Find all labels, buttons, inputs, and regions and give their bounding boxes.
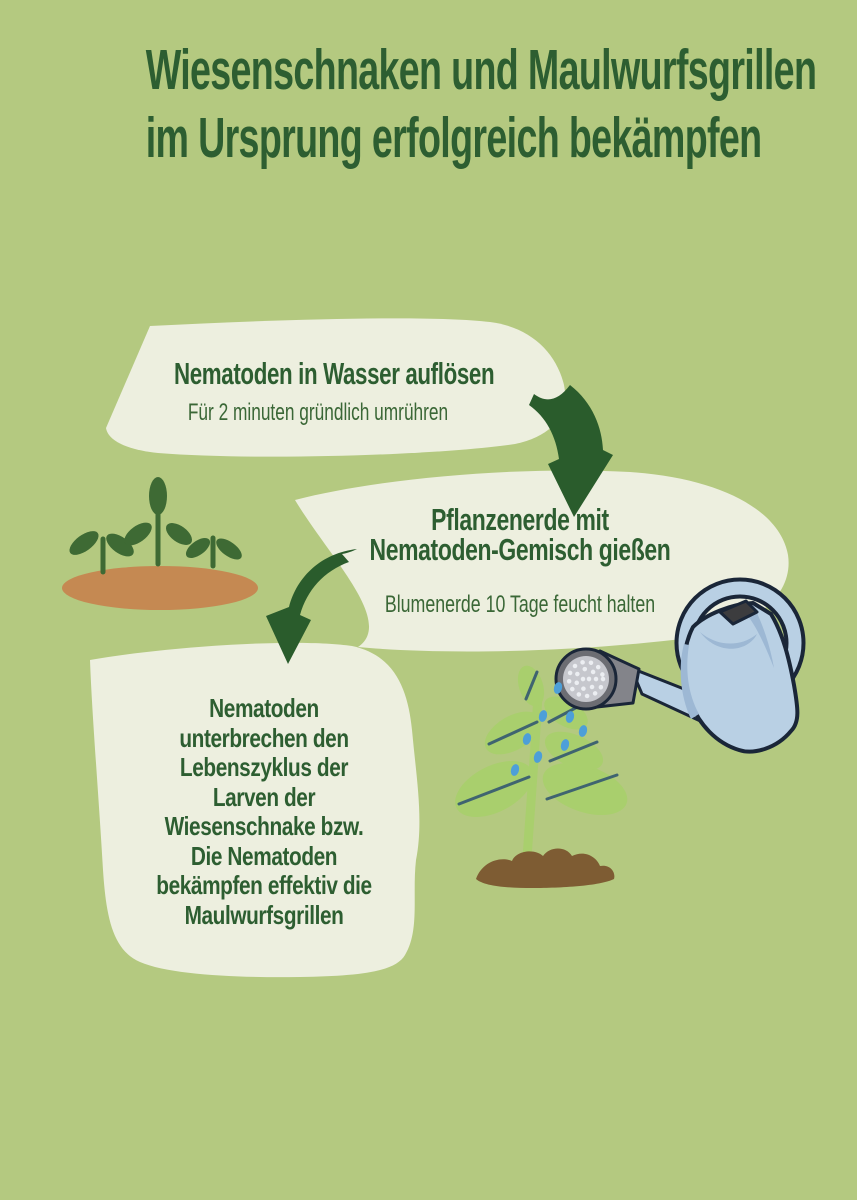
water-droplet-icon bbox=[533, 751, 543, 763]
step-3-heading-line-7: bekämpfen effektiv die bbox=[156, 870, 372, 900]
seedling-middle bbox=[124, 477, 193, 567]
can-shading bbox=[747, 605, 774, 668]
plant-stem bbox=[522, 689, 543, 863]
watering-can-illustration bbox=[554, 577, 806, 754]
poster-title: Wiesenschnaken und Maulwurfsgrillen im U… bbox=[0, 36, 857, 172]
water-droplet-icon bbox=[522, 733, 532, 745]
step-2-subtext: Blumenerde 10 Tage feucht halten bbox=[384, 591, 656, 618]
leaf-vein bbox=[548, 740, 599, 763]
rose-holes bbox=[566, 659, 606, 699]
leaf-vein bbox=[457, 775, 531, 806]
water-droplet-icon bbox=[560, 739, 570, 751]
seedlings-illustration bbox=[62, 477, 258, 610]
seedling-right bbox=[185, 535, 242, 569]
step-3-heading-line-1: Nematoden bbox=[209, 693, 319, 723]
step-3-heading-line-8: Maulwurfsgrillen bbox=[184, 899, 344, 930]
water-droplet-icon bbox=[553, 682, 563, 694]
can-shading bbox=[680, 644, 699, 719]
flow-arrow-1-icon bbox=[529, 385, 613, 517]
water-droplet-icon bbox=[565, 711, 575, 723]
seedling-leaf bbox=[69, 531, 99, 555]
can-body bbox=[682, 601, 800, 754]
soil-mound bbox=[62, 566, 258, 610]
step1-blob bbox=[106, 318, 566, 457]
step-1-subtext: Für 2 minuten gründlich umrühren bbox=[187, 399, 449, 426]
leaf-vein bbox=[545, 773, 619, 801]
step-2-heading-line-2: Nematoden-Gemisch gießen bbox=[369, 532, 671, 567]
step-1-heading: Nematoden in Wasser auflösen bbox=[174, 356, 495, 391]
step-3: Nematoden unterbrechen den Lebenszyklus … bbox=[104, 693, 424, 930]
water-droplet-icon bbox=[538, 710, 548, 722]
seedling-leaf bbox=[106, 533, 134, 557]
plant-leaf bbox=[542, 762, 628, 816]
seedling-leaf bbox=[185, 538, 211, 558]
step2-blob bbox=[295, 470, 789, 652]
can-opening bbox=[718, 599, 759, 626]
water-droplet-icon bbox=[578, 725, 588, 737]
leaf-vein bbox=[524, 670, 539, 701]
watered-plant-illustration bbox=[455, 665, 628, 888]
seedling-leaf bbox=[216, 538, 242, 560]
water-droplet-icon bbox=[510, 764, 520, 776]
rose-holes bbox=[573, 666, 599, 692]
flow-arrow-2-icon bbox=[266, 549, 357, 664]
water-droplets bbox=[510, 682, 588, 776]
soil-patch bbox=[476, 848, 615, 888]
rose-holes bbox=[580, 673, 592, 685]
seedling-leaf bbox=[149, 477, 167, 515]
can-shading bbox=[700, 632, 757, 649]
seedling-left bbox=[69, 531, 134, 575]
step-3-heading-line-5: Wiesenschnake bzw. bbox=[164, 811, 364, 841]
step-2-heading-line-1: Pflanzenerde mit bbox=[431, 502, 609, 537]
poster-title-line-1: Wiesenschnaken und Maulwurfsgrillen bbox=[145, 38, 817, 102]
seedling-leaf bbox=[165, 523, 193, 545]
poster-title-line-2: im Ursprung erfolgreich bekämpfen bbox=[145, 106, 762, 170]
step-3-heading-line-3: Lebenszyklus der bbox=[179, 752, 349, 782]
step-3-heading-line-2: unterbrechen den bbox=[179, 722, 349, 753]
step-2: Pflanzenerde mit Nematoden-Gemisch gieße… bbox=[368, 502, 671, 619]
leaf-vein bbox=[487, 720, 539, 746]
step-3-heading-line-4: Larven der bbox=[212, 781, 316, 812]
step3-blob bbox=[90, 642, 420, 978]
step-1: Nematoden in Wasser auflösen Für 2 minut… bbox=[174, 356, 495, 427]
step-3-heading-line-6: Die Nematoden bbox=[190, 840, 338, 871]
seedling-leaf bbox=[124, 522, 152, 546]
